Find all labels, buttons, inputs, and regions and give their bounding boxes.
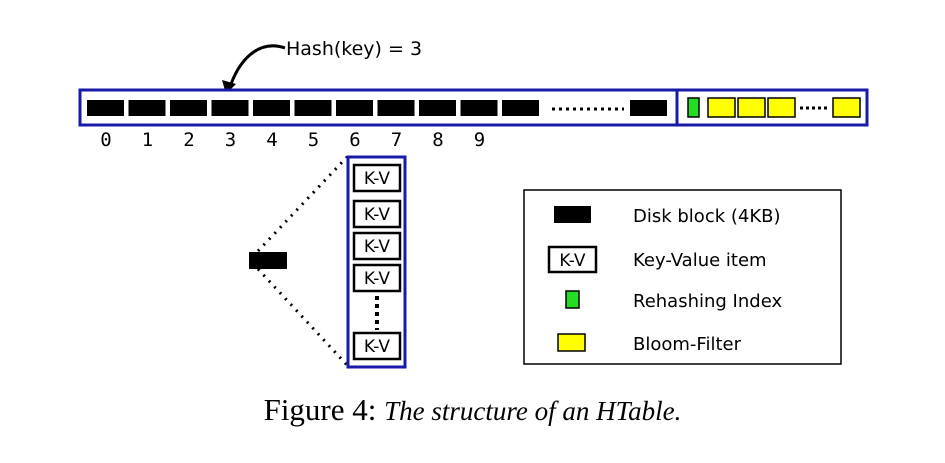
legend-kv-swatch-label: K-V bbox=[559, 251, 586, 271]
kv-item-label: K-V bbox=[364, 169, 391, 189]
disk-blocks bbox=[87, 100, 539, 116]
figure-caption: Figure 4: The structure of an HTable. bbox=[0, 392, 945, 428]
legend-bloom-swatch bbox=[557, 333, 586, 352]
legend-rehashing-swatch bbox=[565, 290, 580, 309]
legend-kv-swatch bbox=[547, 245, 598, 274]
legend-disk-block-label: Disk block (4KB) bbox=[633, 206, 781, 227]
disk-block bbox=[419, 100, 456, 116]
kv-item-box bbox=[352, 163, 402, 193]
bucket-index-label: 9 bbox=[474, 129, 485, 151]
bucket-index-labels: 0 1 2 3 4 5 6 7 8 9 bbox=[100, 129, 485, 151]
disk-block bbox=[294, 100, 332, 116]
bloom-filter-block bbox=[707, 97, 736, 118]
disk-block-last bbox=[630, 100, 667, 116]
disk-block bbox=[87, 100, 124, 116]
bucket-index-label: 1 bbox=[142, 129, 153, 151]
rehashing-index-block bbox=[687, 97, 700, 118]
legend-kv-label: Key-Value item bbox=[633, 250, 767, 271]
expanded-disk-block bbox=[249, 252, 287, 269]
disk-block bbox=[502, 100, 539, 116]
bloom-filter-block bbox=[832, 97, 861, 118]
bucket-index-label: 7 bbox=[391, 129, 402, 151]
legend-rehashing-label: Rehashing Index bbox=[633, 291, 782, 312]
bloom-filter-block bbox=[737, 97, 766, 118]
bucket-index-label: 0 bbox=[100, 129, 111, 151]
disk-block bbox=[336, 100, 373, 116]
zoom-line-top bbox=[256, 155, 349, 253]
legend-bloom-label: Bloom-Filter bbox=[633, 334, 742, 355]
kv-item-label: K-V bbox=[364, 237, 391, 257]
bucket-index-label: 8 bbox=[432, 129, 443, 151]
disk-block bbox=[211, 100, 249, 116]
caption-label: Figure 4: bbox=[263, 392, 377, 427]
bucket-index-label: 4 bbox=[266, 129, 277, 151]
legend-disk-block-swatch bbox=[554, 206, 591, 223]
disk-block bbox=[460, 100, 498, 116]
bucket-index-label: 2 bbox=[183, 129, 194, 151]
kv-item-box bbox=[352, 331, 402, 361]
kv-items: K-V K-V K-V K-V K-V bbox=[352, 163, 402, 361]
kv-item-label: K-V bbox=[364, 205, 391, 225]
zoom-line-bottom bbox=[256, 267, 349, 367]
disk-block bbox=[128, 100, 166, 116]
kv-item-label: K-V bbox=[364, 269, 391, 289]
kv-item-box bbox=[352, 199, 402, 229]
htable-frame bbox=[78, 88, 869, 127]
disk-block bbox=[170, 100, 207, 116]
bucket-index-label: 3 bbox=[225, 129, 236, 151]
bucket-index-label: 6 bbox=[349, 129, 360, 151]
bloom-filter-block bbox=[767, 97, 796, 118]
bucket-index-label: 5 bbox=[308, 129, 319, 151]
hash-arrow bbox=[229, 44, 286, 85]
caption-text: The structure of an HTable. bbox=[384, 396, 682, 426]
disk-block bbox=[253, 100, 290, 116]
kv-item-label: K-V bbox=[364, 337, 391, 357]
disk-block bbox=[377, 100, 415, 116]
hash-label: Hash(key) = 3 bbox=[286, 38, 422, 60]
kv-item-box bbox=[352, 263, 402, 293]
kv-item-box bbox=[352, 231, 402, 261]
